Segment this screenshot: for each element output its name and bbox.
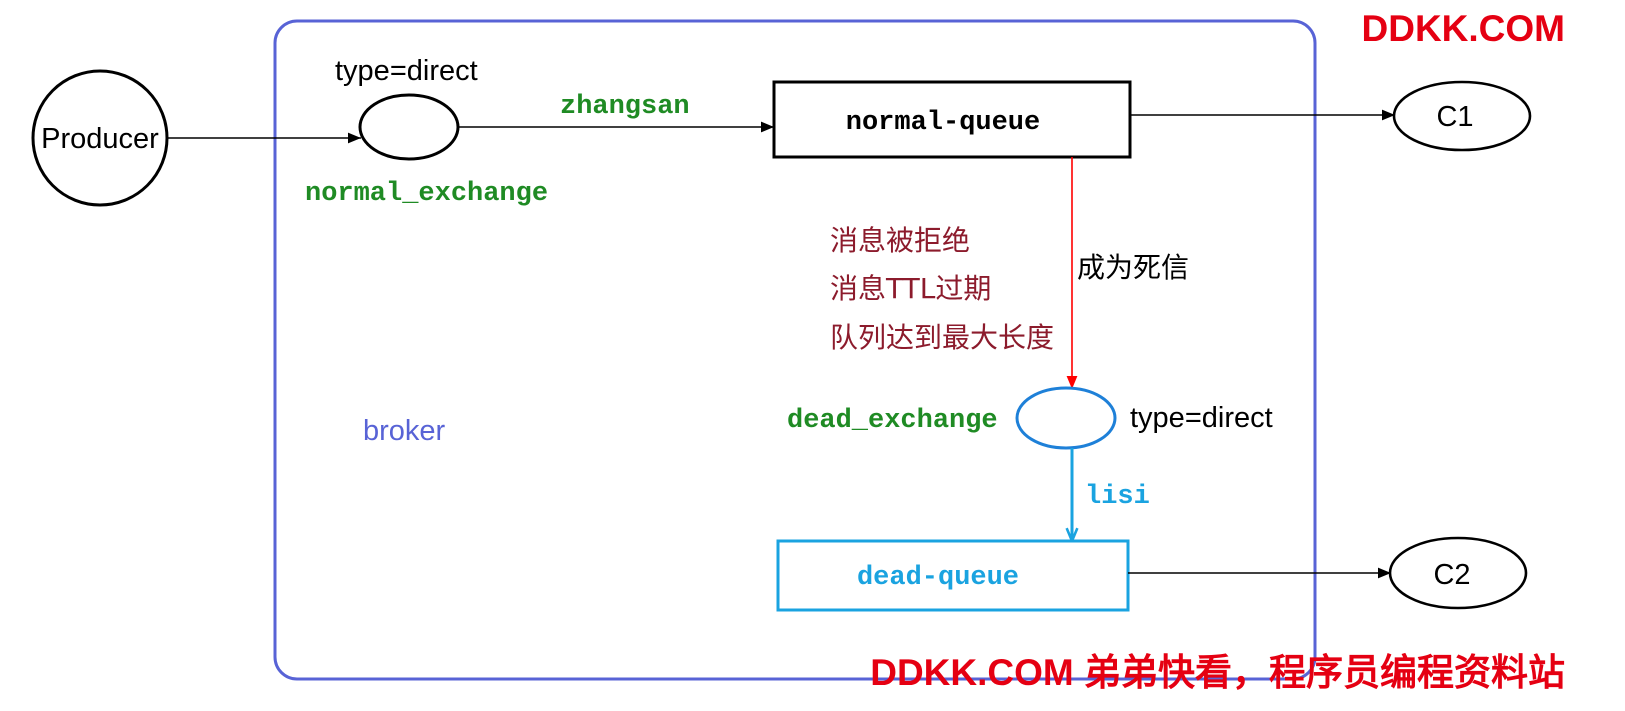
dead-queue-node: dead-queue [776,539,1130,612]
broker-label: broker [363,415,446,447]
normal-exchange-name: normal_exchange [305,179,548,209]
reason-ttl-expired: 消息TTL过期 [830,272,991,305]
consumer-c2-node: C2 [1388,536,1528,610]
producer-circle [31,69,169,207]
dead-queue-box [776,539,1130,612]
consumer-c1-ellipse [1392,80,1532,152]
consumer-c1-label: C1 [1436,101,1473,133]
watermark-bottom: DDKK.COM 弟弟快看，程序员编程资料站 [870,652,1565,693]
normal-queue-node: normal-queue [772,80,1132,159]
normal-queue-label: normal-queue [846,108,1040,138]
producer-label: Producer [41,123,159,155]
routing-key-zhangsan: zhangsan [560,92,690,122]
reason-max-length: 队列达到最大长度 [830,321,1054,354]
dead-exchange-type-label: type=direct [1130,402,1273,434]
dead-exchange-ellipse [1015,386,1117,450]
producer-node: Producer [31,69,169,207]
dead-queue-label: dead-queue [857,563,1019,593]
watermark-top: DDKK.COM [1362,8,1565,49]
dead-letter-reasons: 消息被拒绝 消息TTL过期 队列达到最大长度 [830,224,1054,354]
normal-exchange-ellipse [358,93,460,161]
normal-exchange-type-label: type=direct [335,55,478,87]
routing-key-lisi: lisi [1085,482,1150,512]
reason-rejected: 消息被拒绝 [830,224,970,257]
dead-exchange-node: dead_exchange type=direct [787,386,1273,450]
consumer-c1-node: C1 [1392,80,1532,152]
consumer-c2-label: C2 [1433,559,1470,591]
dead-letter-transition-label: 成为死信 [1077,251,1189,284]
normal-exchange-node: type=direct normal_exchange [305,55,548,209]
broker-boundary [273,19,1317,681]
dead-exchange-name: dead_exchange [787,406,998,436]
consumer-c2-ellipse [1388,536,1528,610]
normal-queue-box [772,80,1132,159]
